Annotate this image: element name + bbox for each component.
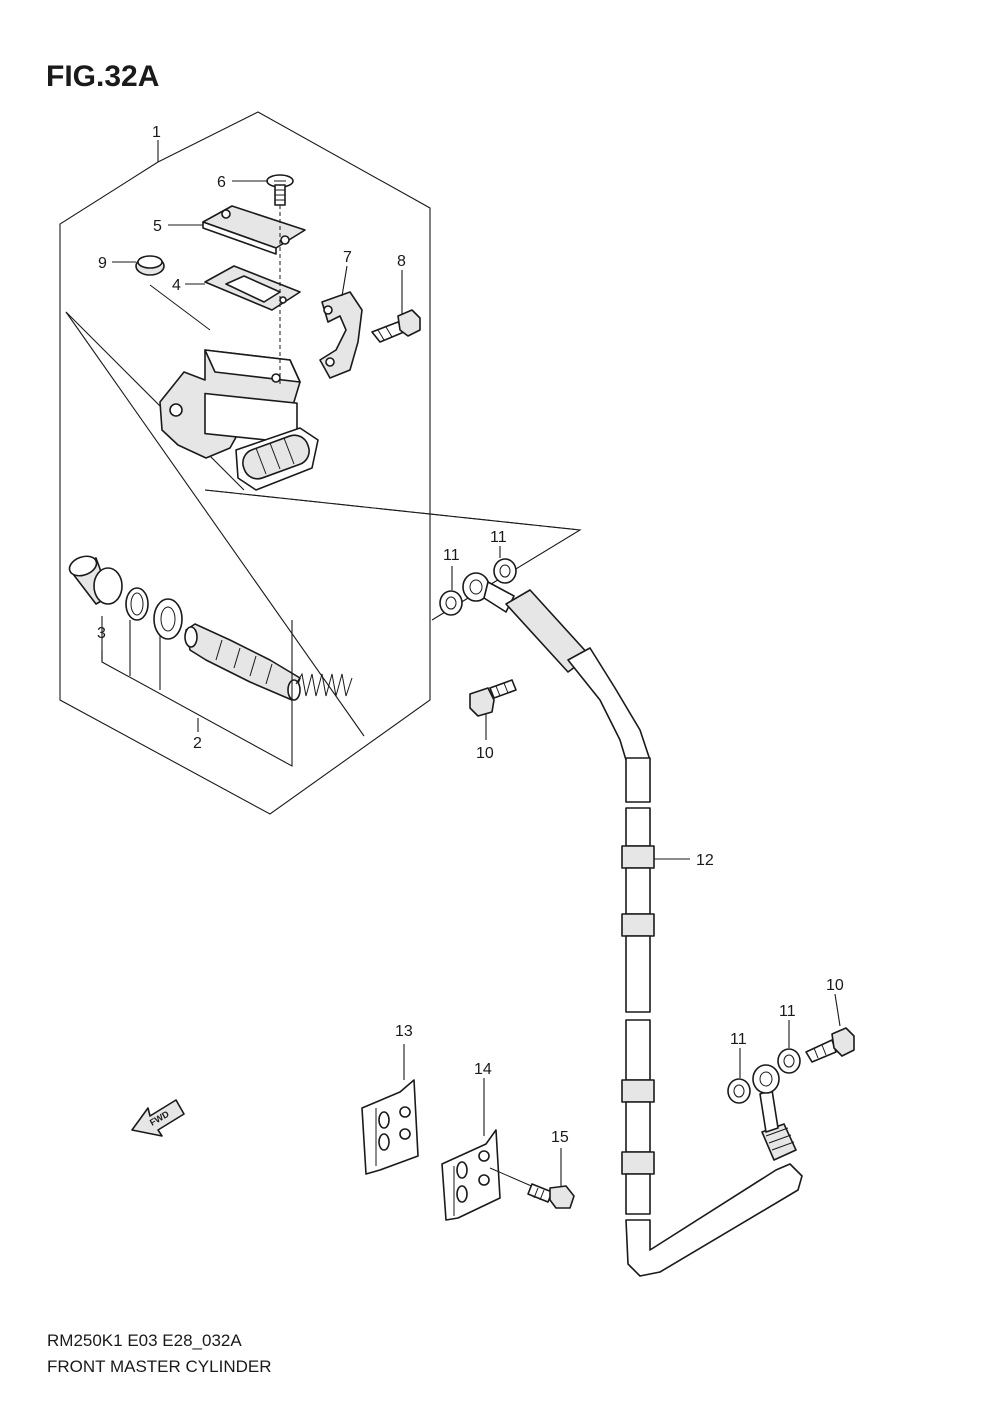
union-washer-lower-b (777, 1048, 801, 1074)
diagram-name: FRONT MASTER CYLINDER (47, 1357, 272, 1376)
callout-10-upper: 10 (476, 745, 494, 762)
callout-14: 14 (474, 1061, 492, 1078)
leader-lines (101, 180, 841, 1186)
union-washer-upper-a (439, 590, 463, 616)
boot (68, 555, 123, 605)
callout-12: 12 (696, 852, 714, 869)
holder-bolt (371, 309, 421, 343)
brake-hose (462, 572, 803, 1277)
callout-4: 4 (172, 277, 181, 294)
holder-clamp (319, 291, 363, 379)
model-code: RM250K1 E03 E28_032A (47, 1331, 242, 1350)
sight-glass (135, 255, 211, 331)
circlip (125, 587, 149, 621)
callout-13: 13 (395, 1023, 413, 1040)
callout-11-lower-a: 11 (730, 1031, 747, 1048)
union-washer-lower-a (727, 1078, 751, 1104)
callout-11-upper-a: 11 (443, 547, 460, 564)
piston (184, 623, 301, 701)
spring (295, 672, 353, 697)
callout-8: 8 (397, 253, 406, 270)
callout-1: 1 (152, 124, 161, 141)
callout-7: 7 (343, 249, 352, 266)
reservoir-cap (202, 205, 306, 255)
callout-11-lower-b: 11 (779, 1003, 796, 1020)
callout-5: 5 (153, 218, 162, 235)
callout-3: 3 (97, 625, 106, 642)
union-bolt-lower (805, 1027, 855, 1063)
clamp-bolt (489, 1167, 575, 1209)
callout-2: 2 (193, 735, 202, 752)
assembly-boundary (59, 111, 582, 815)
reservoir-diaphragm (204, 265, 301, 311)
hose-guide (361, 1079, 419, 1175)
callout-11-upper-b: 11 (490, 529, 507, 546)
hose-clamp (441, 1129, 501, 1221)
cap-screw (266, 174, 294, 385)
callout-9: 9 (98, 255, 107, 272)
union-washer-upper-b (493, 558, 517, 584)
union-bolt-upper (469, 679, 517, 717)
callout-10-lower: 10 (826, 977, 844, 994)
fwd-arrow-icon: FWD (131, 1099, 185, 1137)
washer (153, 598, 183, 640)
figure-title: FIG.32A (46, 60, 160, 93)
callout-15: 15 (551, 1129, 569, 1146)
callout-6: 6 (217, 174, 226, 191)
master-cylinder-body (159, 349, 319, 491)
callout-labels: 1 2 3 4 5 6 7 8 9 10 10 11 11 11 11 12 1… (97, 124, 844, 1146)
